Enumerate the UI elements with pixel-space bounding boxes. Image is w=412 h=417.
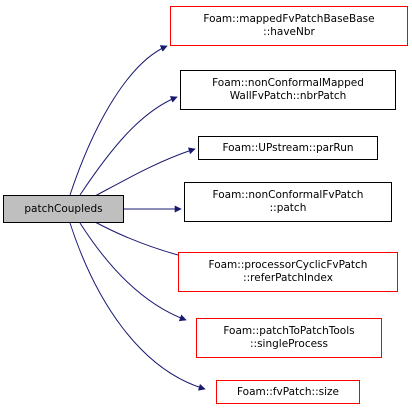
node-parRun[interactable]: Foam::UPstream::parRun <box>198 136 378 160</box>
node-nbrPatch-line1: Foam::nonConformalMapped <box>212 77 364 89</box>
node-haveNbr-line2: ::haveNbr <box>263 26 315 38</box>
node-patch-line2: ::patch <box>269 202 307 214</box>
root-node-label: patchCoupleds <box>24 202 103 215</box>
edge-to-nbrPatch <box>79 96 178 196</box>
root-node-patchCoupleds[interactable]: patchCoupleds <box>3 195 124 223</box>
edge-to-haveNbr <box>69 45 168 196</box>
node-referPatchIndex[interactable]: Foam::processorCyclicFvPatch ::referPatc… <box>178 252 398 292</box>
node-singleProcess[interactable]: Foam::patchToPatchTools ::singleProcess <box>196 318 382 358</box>
node-nbrPatch[interactable]: Foam::nonConformalMapped WallFvPatch::nb… <box>180 70 396 110</box>
edge-to-singleProcess <box>79 222 187 322</box>
node-size-line1: Foam::fvPatch::size <box>236 385 339 398</box>
node-singleProcess-line1: Foam::patchToPatchTools <box>223 325 355 337</box>
edge-to-parRun <box>94 147 196 197</box>
node-patch[interactable]: Foam::nonConformalFvPatch ::patch <box>184 182 392 222</box>
node-referPatchIndex-line2: ::referPatchIndex <box>243 272 333 284</box>
node-parRun-line1: Foam::UPstream::parRun <box>222 141 354 154</box>
node-haveNbr-line1: Foam::mappedFvPatchBaseBase <box>203 13 375 25</box>
edge-to-size <box>69 222 206 391</box>
node-nbrPatch-line2: WallFvPatch::nbrPatch <box>229 90 347 102</box>
node-haveNbr[interactable]: Foam::mappedFvPatchBaseBase ::haveNbr <box>170 6 408 46</box>
node-patch-line1: Foam::nonConformalFvPatch <box>212 189 364 201</box>
node-singleProcess-line2: ::singleProcess <box>250 338 328 350</box>
node-size[interactable]: Foam::fvPatch::size <box>216 380 360 404</box>
node-referPatchIndex-line1: Foam::processorCyclicFvPatch <box>208 259 368 271</box>
